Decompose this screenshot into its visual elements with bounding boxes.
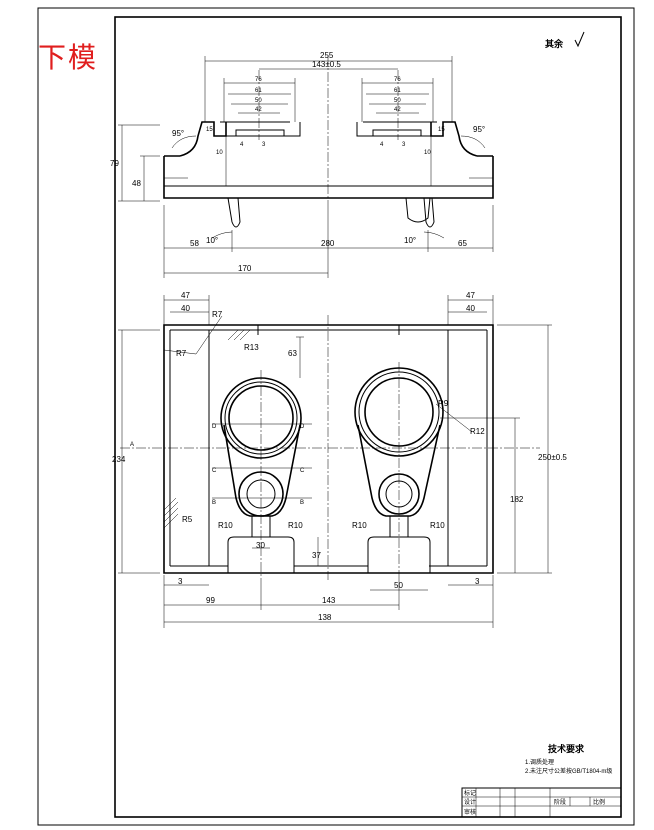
inner-frame bbox=[114, 16, 622, 818]
dim-height-48: 48 bbox=[132, 179, 141, 188]
dim-mid-280: 280 bbox=[321, 239, 335, 248]
dim-right-76: 76 bbox=[394, 77, 401, 83]
dim-30: 30 bbox=[256, 541, 265, 550]
title-block-scale: 比例 bbox=[593, 798, 605, 806]
dim-r9: R9 bbox=[438, 399, 449, 408]
dim-138: 138 bbox=[318, 613, 332, 622]
section-d-right: D bbox=[300, 424, 305, 430]
dim-right-42: 42 bbox=[394, 107, 401, 113]
dim-143: 143 bbox=[322, 596, 336, 605]
dim-width-170: 170 bbox=[238, 264, 252, 273]
dim-height-250: 250±0.5 bbox=[538, 453, 567, 462]
dim-right-3: 3 bbox=[475, 577, 480, 586]
section-c-left: C bbox=[212, 468, 217, 474]
dim-left-61: 61 bbox=[255, 88, 262, 94]
title-block-stage: 阶段 bbox=[554, 798, 566, 806]
dim-height-234: 234 bbox=[112, 455, 126, 464]
dim-right-15: 15 bbox=[438, 127, 445, 133]
dim-overall-width: 255 bbox=[320, 51, 334, 60]
section-d-left: D bbox=[212, 424, 217, 430]
section-a: A bbox=[130, 442, 134, 448]
dim-right-10: 10 bbox=[424, 150, 431, 156]
dim-r7-left: R7 bbox=[176, 349, 187, 358]
title-block-design: 设计 bbox=[464, 798, 476, 806]
dim-left-3: 3 bbox=[178, 577, 183, 586]
top-view: 255 143±0.5 76 61 50 42 76 61 50 42 4 3 … bbox=[110, 51, 494, 278]
dim-r10-b: R10 bbox=[288, 521, 303, 530]
title-block-review: 审核 bbox=[464, 808, 476, 816]
roughness-symbol bbox=[574, 31, 585, 48]
tech-req-line2: 2.未注尺寸公差按GB/T1804-m级 bbox=[525, 767, 612, 775]
title-block bbox=[461, 787, 622, 818]
dim-angle-right-10: 10° bbox=[404, 236, 416, 245]
tech-req-line1: 1.调质处理 bbox=[525, 758, 554, 766]
dim-r10-c: R10 bbox=[352, 521, 367, 530]
dim-left-40: 40 bbox=[181, 304, 190, 313]
page-title: 下模 bbox=[38, 41, 99, 74]
dim-r10-a: R10 bbox=[218, 521, 233, 530]
dim-right-47: 47 bbox=[466, 291, 475, 300]
dim-37: 37 bbox=[312, 551, 321, 560]
dim-right-61: 61 bbox=[394, 88, 401, 94]
roughness-note: 其余 bbox=[545, 38, 564, 50]
dim-r10-d: R10 bbox=[430, 521, 445, 530]
dim-angle-left-95: 95° bbox=[172, 129, 184, 138]
dim-left-10: 10 bbox=[216, 150, 223, 156]
outer-frame bbox=[37, 7, 635, 826]
dim-left-50: 50 bbox=[255, 98, 262, 104]
dim-right-65: 65 bbox=[458, 239, 467, 248]
dim-center-span: 143±0.5 bbox=[312, 60, 341, 69]
section-c-right: C bbox=[300, 468, 305, 474]
dim-angle-left-10: 10° bbox=[206, 236, 218, 245]
dim-left-3: 3 bbox=[262, 142, 266, 148]
section-b-right: B bbox=[300, 500, 304, 506]
dim-left-76: 76 bbox=[255, 77, 262, 83]
dim-right-40: 40 bbox=[466, 304, 475, 313]
dim-left-42: 42 bbox=[255, 107, 262, 113]
dim-63: 63 bbox=[288, 349, 297, 358]
front-view: 47 40 47 40 R7 R7 R13 63 234 250±0.5 182… bbox=[112, 291, 567, 628]
dim-left-15: 15 bbox=[206, 127, 213, 133]
tech-req-heading: 技术要求 bbox=[548, 743, 585, 755]
dim-left-4: 4 bbox=[240, 142, 244, 148]
dim-right-50: 50 bbox=[394, 98, 401, 104]
dim-r7: R7 bbox=[212, 310, 223, 319]
dim-angle-right-95: 95° bbox=[473, 125, 485, 134]
dim-r12: R12 bbox=[470, 427, 485, 436]
dim-right-3: 3 bbox=[402, 142, 406, 148]
dim-height-79: 79 bbox=[110, 159, 119, 168]
dim-height-182: 182 bbox=[510, 495, 524, 504]
dim-left-47: 47 bbox=[181, 291, 190, 300]
dim-right-4: 4 bbox=[380, 142, 384, 148]
dim-left-58: 58 bbox=[190, 239, 199, 248]
dim-r13: R13 bbox=[244, 343, 259, 352]
dim-99: 99 bbox=[206, 596, 215, 605]
dim-50: 50 bbox=[394, 581, 403, 590]
dim-r5: R5 bbox=[182, 515, 193, 524]
title-block-mark: 标记 bbox=[464, 789, 476, 797]
section-b-left: B bbox=[212, 500, 216, 506]
